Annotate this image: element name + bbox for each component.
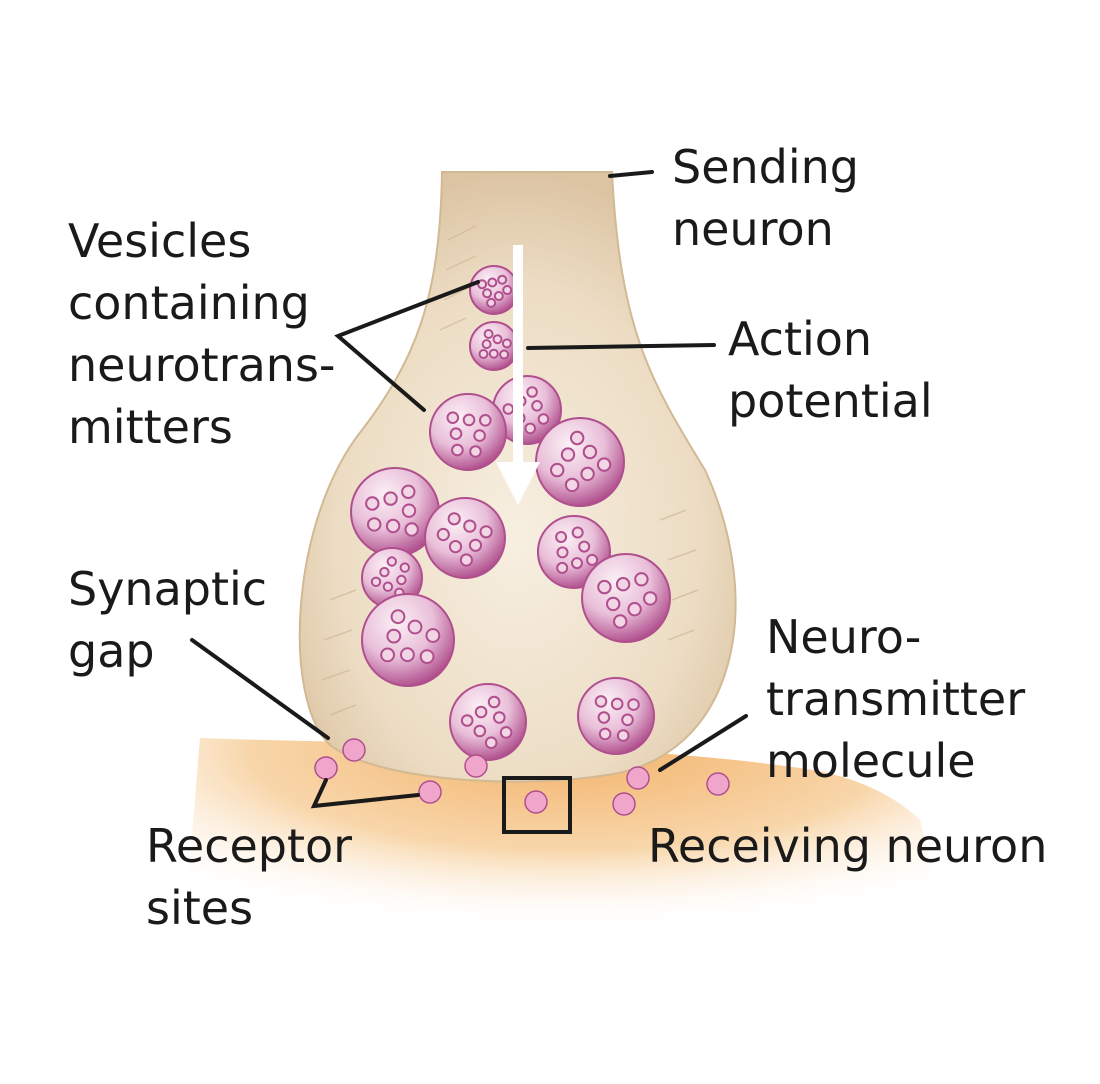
receptor-highlight-box: [502, 776, 572, 834]
vesicle: [469, 321, 519, 371]
leader-lines: [190, 170, 748, 809]
vesicles: [350, 265, 671, 761]
action-potential-arrow: [496, 245, 540, 505]
vesicle: [361, 593, 455, 687]
neurotransmitter-molecule: [706, 772, 730, 796]
membrane-hatching: [321, 225, 699, 716]
leader-gap: [190, 638, 330, 740]
leader-vesicles: [334, 280, 480, 412]
neurotransmitter-molecule: [612, 792, 636, 816]
neurotransmitter-molecule: [342, 738, 366, 762]
leader-molecule: [658, 714, 748, 772]
vesicle: [429, 393, 507, 471]
vesicle: [577, 677, 655, 755]
vesicle: [350, 467, 440, 557]
neurotransmitter-molecule: [464, 754, 488, 778]
neurotransmitter-molecule: [524, 790, 548, 814]
vesicle: [535, 417, 625, 507]
vesicle: [581, 553, 671, 643]
leader-receptor: [310, 778, 420, 809]
vesicle: [361, 547, 423, 609]
neurotransmitter-molecule: [626, 766, 650, 790]
neurotransmitter-molecule: [314, 756, 338, 780]
vesicle: [424, 497, 506, 579]
leader-action: [526, 343, 716, 350]
vesicle: [469, 265, 519, 315]
vesicle: [449, 683, 527, 761]
leader-sending: [608, 170, 654, 178]
neurotransmitter-molecules: [314, 738, 730, 816]
label-receiving-neuron: Receiving neuron: [648, 819, 1048, 873]
neurotransmitter-molecule: [418, 780, 442, 804]
